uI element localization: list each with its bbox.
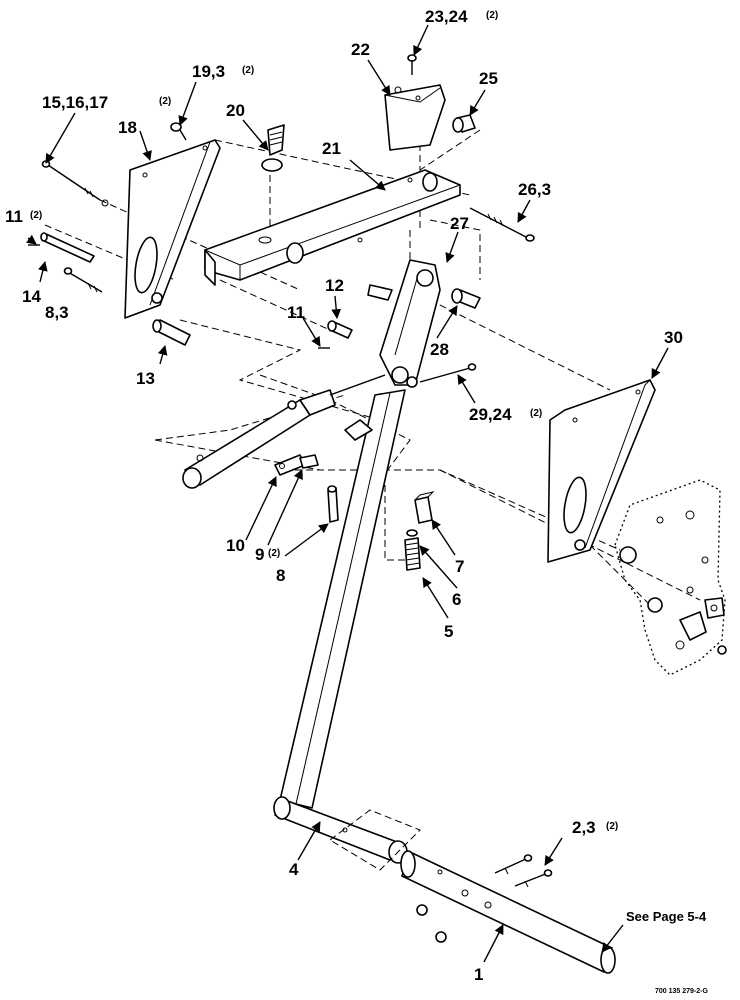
callout-23-qty: (2): [486, 10, 498, 21]
actuator-cylinder: [182, 374, 386, 489]
callout-22: 22: [351, 40, 370, 59]
part-13-sleeve: [152, 319, 191, 346]
part-5-spring: [404, 537, 421, 571]
callout-13: 13: [136, 369, 155, 388]
callout-29-qty: (2): [530, 408, 542, 419]
callout-26: 26,3: [518, 180, 551, 199]
callout-11-left-qty: (2): [30, 210, 42, 221]
callout-20: 20: [226, 101, 245, 120]
part-15-long-bolt: [41, 160, 109, 207]
part-29-bolt: [419, 363, 477, 383]
callout-12: 12: [325, 276, 344, 295]
part-2-bolts: [494, 854, 553, 888]
callout-10: 10: [226, 536, 245, 555]
leader-arrows: [26, 24, 669, 963]
part-23-bolt: [407, 54, 417, 75]
part-22-bracket: [384, 84, 446, 151]
callout-25: 25: [479, 69, 498, 88]
part-8-pin: [327, 485, 339, 523]
callout-15: 15,16,17: [42, 93, 108, 112]
callout-28: 28: [430, 340, 449, 359]
mounting-plate-reference: [614, 479, 727, 676]
part-9-pin: [299, 454, 319, 469]
part-7-block: [414, 491, 435, 524]
callout-9-qty: (2): [268, 548, 280, 559]
callout-labels: 1 2,3 (2) 4 5 6 7 8 9 (2) 10 11 (2) 11 1…: [5, 7, 708, 995]
nuts: [416, 904, 447, 943]
part-21-crossbar: [204, 169, 461, 286]
part-27-lever-arm: [367, 259, 441, 388]
part-1-tube: [400, 850, 616, 974]
callout-8: 8: [276, 566, 285, 585]
part-26-bolt: [469, 207, 535, 242]
callout-29: 29,24: [469, 405, 512, 424]
callout-4: 4: [289, 860, 299, 879]
callout-15-qty: (2): [159, 96, 171, 107]
callout-11-left: 11: [5, 207, 23, 226]
part-8-bolt-left: [63, 267, 103, 293]
callout-2-qty: (2): [606, 821, 618, 832]
part-28-spacer: [451, 288, 481, 309]
see-page-reference: See Page 5-4: [626, 909, 707, 924]
part-30-right-side-plate: [547, 379, 656, 563]
part-20-bushing: [261, 124, 285, 172]
part-12-pin: [318, 320, 353, 349]
callout-9: 9: [255, 545, 264, 564]
callout-5: 5: [444, 622, 453, 641]
callout-1: 1: [474, 965, 483, 984]
callout-18: 18: [118, 118, 137, 137]
callout-30: 30: [664, 328, 683, 347]
part-19-bolt: [170, 122, 187, 141]
callout-27: 27: [450, 214, 469, 233]
callout-2: 2,3: [572, 818, 596, 837]
part-14-pin: [40, 232, 95, 263]
callout-11-center: 11: [287, 303, 305, 322]
callout-19-qty: (2): [242, 65, 254, 76]
callout-19: 19,3: [192, 62, 225, 81]
assembly-dashed-lines: [44, 100, 701, 606]
callout-8-3: 8,3: [45, 303, 69, 322]
callout-14: 14: [22, 287, 41, 306]
drawing-code: 700 135 279-2-G: [655, 988, 708, 995]
part-25-spacer: [452, 114, 476, 133]
callout-21: 21: [322, 139, 341, 158]
callout-7: 7: [455, 557, 464, 576]
part-6-washer: [406, 529, 418, 537]
callout-23: 23,24: [425, 7, 468, 26]
callout-6: 6: [452, 590, 461, 609]
part-18-left-side-plate: [124, 139, 221, 319]
